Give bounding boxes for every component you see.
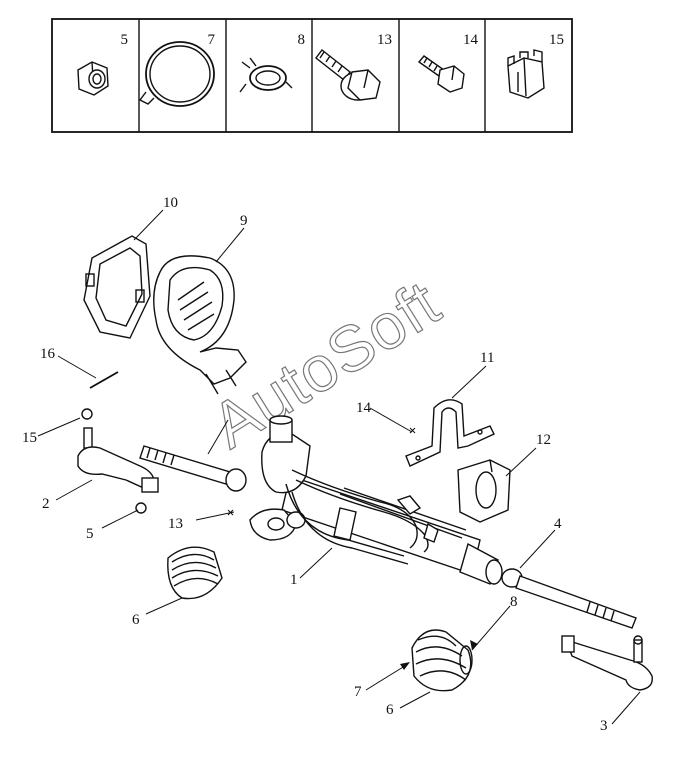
- callout-10: 10: [163, 195, 178, 211]
- legend-number-8: 8: [298, 32, 306, 48]
- castle-nut-icon: [507, 49, 545, 99]
- steering-rack-part: [249, 415, 503, 585]
- fastener-legend-table: 5 7 8 13 14 15: [51, 18, 573, 133]
- legend-number-5: 5: [121, 32, 129, 48]
- callout-labels: 10 9 16 15 2 5 13 11 14 12 4 1 6 8 7 6 3: [22, 195, 608, 734]
- cotter-pin-part: [89, 371, 119, 389]
- legend-number-7: 7: [208, 32, 216, 48]
- callout-1: 1: [290, 572, 298, 588]
- callout-8: 8: [510, 594, 518, 610]
- right-inner-tie-rod-part: [501, 568, 637, 629]
- callout-7: 7: [354, 684, 362, 700]
- callout-6-right: 6: [386, 702, 394, 718]
- callout-3: 3: [600, 718, 608, 734]
- legend-number-14: 14: [463, 32, 479, 48]
- callout-6-left: 6: [132, 612, 140, 628]
- mounting-bracket-part: [405, 399, 495, 467]
- callout-4: 4: [554, 516, 562, 532]
- left-tie-rod-end-part: [77, 427, 159, 493]
- leader-lines: [37, 209, 641, 725]
- castle-nut-part: [81, 408, 93, 420]
- hose-clip-icon: [239, 57, 293, 93]
- callout-9: 9: [240, 213, 248, 229]
- nut-part: [135, 502, 147, 514]
- left-bellows-boot-part: [167, 546, 223, 600]
- legend-number-15: 15: [549, 32, 564, 48]
- rubber-boot-part: [153, 255, 247, 395]
- bolt-icon: [417, 55, 465, 93]
- callout-16: 16: [40, 346, 56, 362]
- rubber-bushing-part: [457, 459, 511, 523]
- legend-number-13: 13: [377, 32, 392, 48]
- right-tie-rod-end-part: [561, 635, 653, 691]
- right-bellows-boot-part: [411, 629, 473, 692]
- left-inner-tie-rod-part: [139, 445, 247, 492]
- callout-11: 11: [480, 350, 494, 366]
- flange-bolt-icon: [315, 49, 381, 101]
- band-clamp-icon: [138, 41, 215, 107]
- callout-13: 13: [168, 516, 183, 532]
- hex-nut-icon: [77, 61, 109, 96]
- seal-plate-part: [83, 235, 151, 339]
- callout-5: 5: [86, 526, 94, 542]
- callout-15: 15: [22, 430, 37, 446]
- callout-2: 2: [42, 496, 50, 512]
- callout-14: 14: [356, 400, 372, 416]
- callout-12: 12: [536, 432, 551, 448]
